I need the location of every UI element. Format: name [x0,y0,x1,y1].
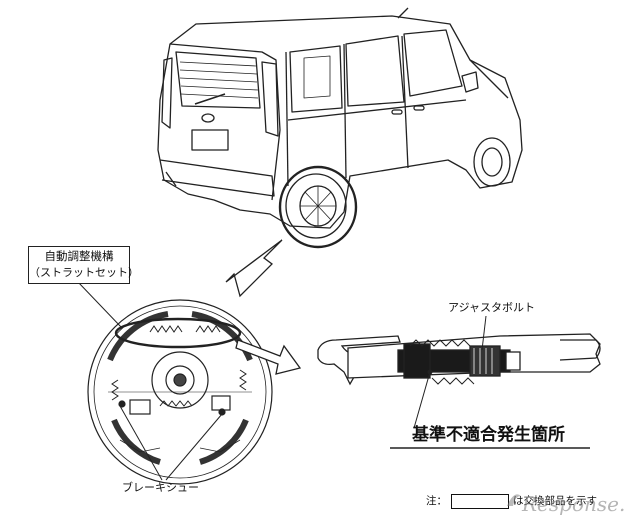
note-legend-box [451,493,509,509]
replacement-note: 注： は交換部品を示す [426,493,597,509]
watermark-text: Response. [522,492,626,516]
strut-set-illustration [317,333,601,386]
adjuster-bolt-label: アジャスタボルト [448,301,536,314]
mechanism-label-line1: 自動調整機構 [44,249,114,263]
car-illustration [157,7,523,249]
note-suffix: は交換部品を示す [513,495,597,507]
brake-shoe-label: ブレーキシュー [122,481,199,494]
watermark-icon [507,494,521,506]
arrow-wheel-to-drum [225,239,283,298]
drum-brake-illustration [87,299,273,485]
defect-location-label: 基準不適合発生箇所 [412,425,565,445]
mechanism-label-line2: （ストラットセット） [29,266,139,279]
mechanism-label-box: 自動調整機構 （ストラットセット） [28,246,139,284]
note-prefix: 注： [426,495,447,507]
arrow-drum-to-strut [235,339,302,375]
